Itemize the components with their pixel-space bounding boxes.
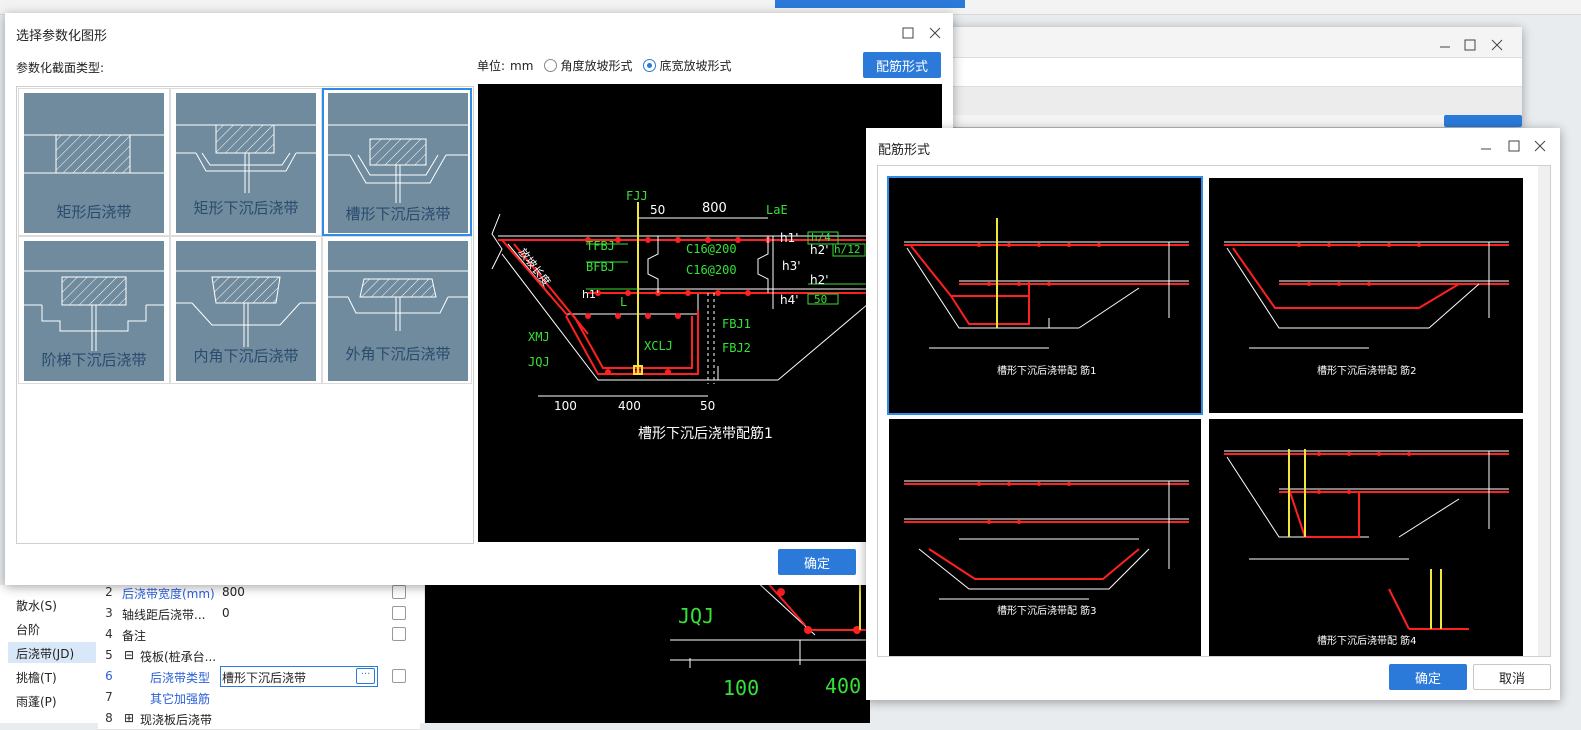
row-checkbox[interactable] [392,606,406,620]
svg-text:XCLJ: XCLJ [644,339,673,353]
option-rebar-2[interactable]: 槽形下沉后浇带配 筋2 [1209,178,1523,413]
collapse-icon[interactable]: ⊟ [124,648,135,662]
option-rebar-1[interactable]: 槽形下沉后浇带配 筋1 [887,176,1203,415]
svg-text:C16@200: C16@200 [686,242,737,256]
tile-trough-sunken[interactable]: 槽形下沉后浇带 [322,88,472,236]
svg-text:C16@200: C16@200 [686,263,737,277]
radio-width-icon [643,59,657,72]
close-icon[interactable] [1530,136,1550,156]
maximize-icon[interactable] [898,23,918,43]
radio-angle-icon [544,59,558,72]
svg-text:100: 100 [554,399,577,413]
bg-cad-label-100: 100 [723,676,760,700]
svg-text:FBJ2: FBJ2 [722,341,751,355]
dialog2-title: 配筋形式 [878,143,931,158]
bg-rebar-button[interactable] [1444,115,1522,127]
radio-width[interactable]: 底宽放坡形式 [643,57,731,74]
svg-text:50: 50 [814,293,827,306]
background-window [940,27,1522,127]
nav-item-houjiaodai[interactable]: 后浇带(JD) [16,647,75,661]
nav-item-sanshui[interactable]: 散水(S) [16,599,57,613]
dialog-title: 选择参数化图形 [16,29,108,44]
tile-grid: 矩形后浇带 矩形下沉后浇带 槽形下沉后浇 [16,86,474,544]
tile-inner-angle-sunken[interactable]: 内角下沉后浇带 [170,236,322,384]
section-label: 参数化截面类型: [16,61,105,75]
tile-rect[interactable]: 矩形后浇带 [18,88,170,236]
svg-text:LaE: LaE [766,203,788,217]
svg-text:h/4: h/4 [811,231,831,244]
more-button[interactable]: ··· [356,668,375,684]
close-icon[interactable] [925,23,945,43]
bg-cad-label-400: 400 [825,674,862,698]
radio-angle[interactable]: 角度放坡形式 [544,57,632,74]
left-nav-panel: 散水(S) 台阶 后浇带(JD) 挑檐(T) 雨蓬(P) [0,585,99,723]
svg-text:放坡长度: 放坡长度 [516,245,554,288]
table-row: 8⊞现浇板后浇带 [98,708,420,730]
svg-text:400: 400 [618,399,641,413]
svg-text:槽形下沉后浇带配 筋1: 槽形下沉后浇带配 筋1 [997,364,1097,377]
option-rebar-3[interactable]: 槽形下沉后浇带配 筋3 [889,419,1201,656]
table-row: 5⊟筏板(桩承台... [98,645,420,667]
select-parametric-dialog: 选择参数化图形 参数化截面类型: 单位: mm 角度放坡形式 底宽放坡形式 配筋… [5,13,953,585]
svg-text:50: 50 [650,203,665,217]
unit-row: 单位: mm 角度放坡形式 底宽放坡形式 [477,57,731,74]
svg-text:槽形下沉后浇带配 筋2: 槽形下沉后浇带配 筋2 [1317,364,1417,377]
svg-text:h3': h3' [782,259,801,273]
rebar-form-button[interactable]: 配筋形式 [863,52,941,78]
toolbar-blue-tab[interactable] [775,0,965,8]
svg-text:h4': h4' [780,293,799,307]
svg-text:h2': h2' [810,243,829,257]
svg-text:槽形下沉后浇带配 筋4: 槽形下沉后浇带配 筋4 [1317,634,1417,647]
row-checkbox[interactable] [392,585,406,599]
svg-text:BFBJ: BFBJ [586,260,615,274]
svg-text:L: L [620,295,627,309]
svg-text:FJJ: FJJ [626,189,648,203]
row-checkbox[interactable] [392,627,406,641]
svg-text:h1': h1' [780,231,799,245]
preview-panel: FJJ 50 800 LaE TFBJ BFBJ C16@200 C16@200… [478,84,942,542]
svg-text:h2': h2' [810,273,829,287]
svg-text:TFBJ: TFBJ [586,239,615,253]
type-field[interactable] [220,666,378,687]
tile-outer-angle-sunken[interactable]: 外角下沉后浇带 [322,236,472,384]
bg-cad-label-jqj: JQJ [678,604,715,628]
svg-text:槽形下沉后浇带配 筋3: 槽形下沉后浇带配 筋3 [997,604,1097,617]
tile-stepped-sunken[interactable]: 阶梯下沉后浇带 [18,236,170,384]
nav-item-taijie[interactable]: 台阶 [16,623,41,637]
svg-text:JQJ: JQJ [528,355,550,369]
svg-text:XMJ: XMJ [528,330,550,344]
minimize-icon[interactable] [1476,136,1496,156]
maximize-icon[interactable] [1504,136,1524,156]
unit-label: 单位: [477,59,506,73]
nav-item-tiaoyan[interactable]: 挑檐(T) [16,671,57,685]
rebar-form-dialog: 配筋形式 槽形下沉后浇带配 筋1 [866,128,1560,700]
background-cad-view: JQJ 100 400 [425,579,870,723]
svg-text:800: 800 [702,201,727,216]
svg-text:FBJ1: FBJ1 [722,317,751,331]
unit-value: mm [510,58,534,73]
svg-text:h1': h1' [582,288,599,301]
row-checkbox[interactable] [392,669,406,683]
option-rebar-4[interactable]: 槽形下沉后浇带配 筋4 [1209,419,1523,656]
bg-window-controls [1432,35,1512,55]
svg-text:50: 50 [700,399,715,413]
dialog1-ok-button[interactable]: 确定 [778,549,856,575]
svg-text:槽形下沉后浇带配筋1: 槽形下沉后浇带配筋1 [638,425,773,442]
svg-text:h/12: h/12 [834,243,861,256]
dialog2-cancel-button[interactable]: 取消 [1473,664,1551,690]
option-grid: 槽形下沉后浇带配 筋1 槽形下沉后浇带配 筋2 [877,165,1551,657]
dialog2-ok-button[interactable]: 确定 [1389,664,1467,690]
scrollbar[interactable] [1538,166,1550,656]
nav-item-yupeng[interactable]: 雨蓬(P) [16,695,57,709]
tile-rect-sunken[interactable]: 矩形下沉后浇带 [170,88,322,236]
